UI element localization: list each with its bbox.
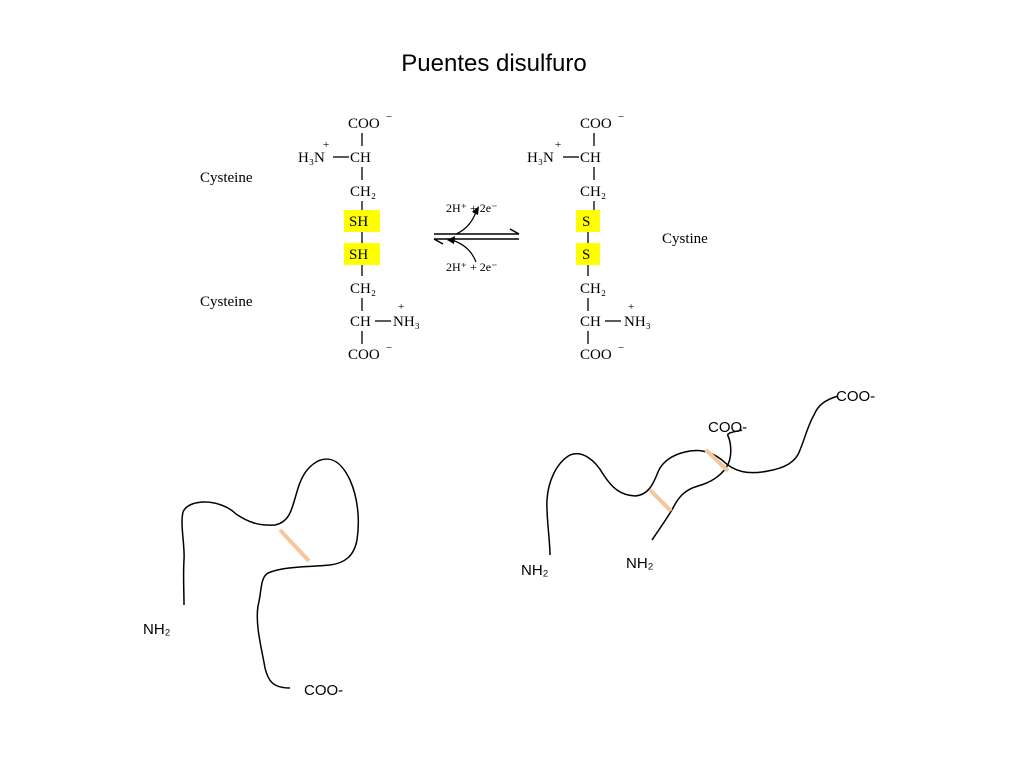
sh-top: SH (349, 214, 368, 230)
chain-left-n-terminus: NH₂ (143, 621, 171, 638)
chain-right: NH₂ NH₂ COO- COO- (521, 388, 875, 579)
curved-arrow-out (455, 211, 477, 235)
ch-bottom-right: CH (580, 314, 601, 330)
coo-top-left: COO (348, 116, 380, 132)
plus-nh3-left: + (398, 301, 404, 313)
chain-right-n-terminus-b: NH₂ (626, 555, 654, 572)
h3n-left: H₃N (298, 150, 325, 166)
equilibrium-arrows: 2H⁺ + 2e⁻ 2H⁺ + 2e⁻ (433, 201, 520, 274)
disulfide-bond-right-2 (704, 448, 730, 473)
s-highlight-bottom (576, 243, 600, 265)
chain-right-a-backbone (546, 395, 839, 556)
ch-bottom-left: CH (350, 314, 371, 330)
nh3-left: NH₃ (393, 314, 420, 330)
chain-right-c-terminus-a: COO- (836, 388, 875, 405)
disulfide-bond-right-1 (648, 488, 673, 513)
ch-top-right: CH (580, 150, 601, 166)
cysteine-pair: Cysteine Cysteine COO − + H₃N CH CH₂ SH … (200, 111, 420, 363)
plus-h3n-right: + (555, 139, 561, 151)
curved-arrow-in (451, 239, 477, 263)
sh-bottom: SH (349, 247, 368, 263)
coo-bottom-left: COO (348, 347, 380, 363)
s-bottom: S (582, 247, 590, 263)
minus-bottom-right: − (618, 342, 624, 354)
label-cysteine-top: Cysteine (200, 170, 253, 186)
plus-nh3-right: + (628, 301, 634, 313)
s-highlight-top (576, 210, 600, 232)
ch2-top-left: CH₂ (350, 184, 376, 200)
label-cystine: Cystine (662, 231, 708, 247)
chain-left: NH₂ COO- (143, 458, 360, 699)
chain-right-c-terminus-b: COO- (708, 419, 747, 436)
plus-h3n-left: + (323, 139, 329, 151)
ch2-top-right: CH₂ (580, 184, 606, 200)
sh-highlight-top (344, 210, 380, 232)
arrow-bottom-label: 2H⁺ + 2e⁻ (446, 260, 497, 274)
chain-right-b-backbone (651, 429, 743, 541)
ch-top-left: CH (350, 150, 371, 166)
nh3-right: NH₃ (624, 314, 651, 330)
minus-top-left: − (386, 111, 392, 123)
minus-bottom-left: − (386, 342, 392, 354)
minus-top-right: − (618, 111, 624, 123)
cystine: Cystine COO − + H₃N CH CH₂ S S CH₂ CH + … (527, 111, 708, 363)
disulfide-bond-left (278, 528, 311, 563)
chain-left-backbone (181, 458, 360, 689)
chain-left-c-terminus: COO- (304, 682, 343, 699)
ch2-bottom-right: CH₂ (580, 281, 606, 297)
sh-highlight-bottom (344, 243, 380, 265)
coo-bottom-right: COO (580, 347, 612, 363)
label-cysteine-bottom: Cysteine (200, 294, 253, 310)
slide-title: Puentes disulfuro (401, 50, 587, 77)
coo-top-right: COO (580, 116, 612, 132)
s-top: S (582, 214, 590, 230)
ch2-bottom-left: CH₂ (350, 281, 376, 297)
h3n-right: H₃N (527, 150, 554, 166)
chain-right-n-terminus-a: NH₂ (521, 562, 549, 579)
arrow-top-label: 2H⁺ + 2e⁻ (446, 201, 497, 215)
